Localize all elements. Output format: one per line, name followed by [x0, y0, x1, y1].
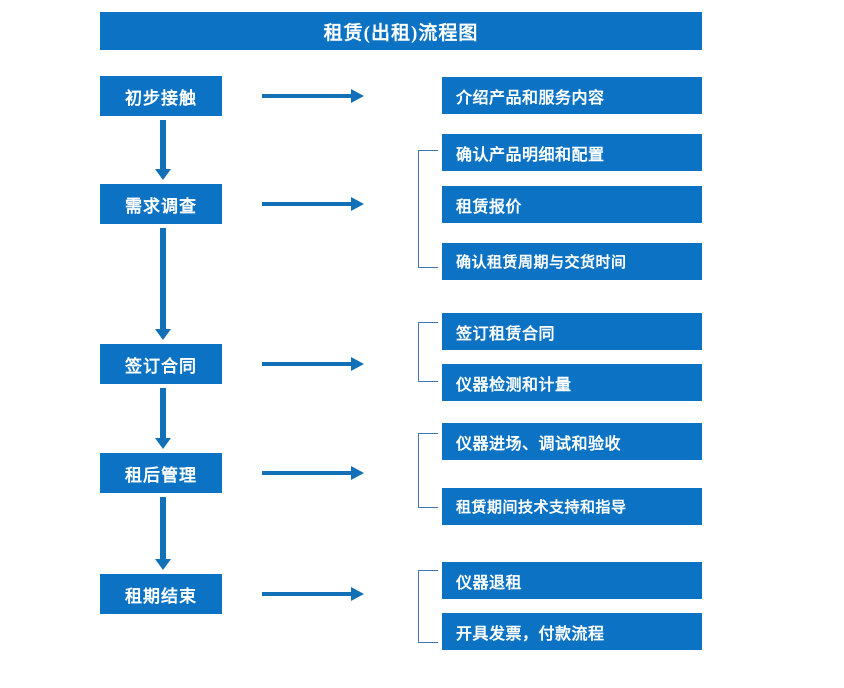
arrow-down-needs-to-contract	[155, 228, 171, 340]
arrow-shaft	[262, 362, 352, 366]
arrow-head	[155, 438, 171, 449]
arrow-head	[155, 169, 171, 180]
arrow-down-postrent-to-leaseend	[155, 497, 171, 570]
arrow-head	[351, 89, 364, 103]
arrow-head	[155, 559, 171, 570]
arrow-shaft	[160, 120, 166, 169]
arrow-right-post-rent-manage	[262, 466, 364, 480]
arrow-shaft	[262, 471, 352, 475]
arrow-right-lease-end	[262, 587, 364, 601]
stage-box-initial-contact[interactable]: 初步接触	[100, 76, 222, 116]
stage-box-post-rent-manage[interactable]: 租后管理	[100, 453, 222, 493]
detail-box-rental-quote[interactable]: 租赁报价	[442, 186, 702, 223]
bracket-sign-contract-group	[418, 322, 438, 382]
detail-box-invoice-payment[interactable]: 开具发票，付款流程	[442, 613, 702, 650]
detail-box-confirm-period[interactable]: 确认租赁周期与交货时间	[442, 243, 702, 280]
bracket-lease-end-group	[418, 570, 438, 643]
arrow-head	[351, 357, 364, 371]
page-title: 租赁(出租)流程图	[100, 12, 702, 50]
arrow-right-needs-survey	[262, 197, 364, 211]
detail-box-confirm-spec[interactable]: 确认产品明细和配置	[442, 134, 702, 171]
arrow-shaft	[262, 592, 352, 596]
arrow-head	[351, 466, 364, 480]
detail-box-sign-lease-contract[interactable]: 签订租赁合同	[442, 313, 702, 350]
arrow-down-contract-to-postrent	[155, 388, 171, 449]
arrow-shaft	[160, 388, 166, 438]
detail-box-tech-support[interactable]: 租赁期间技术支持和指导	[442, 488, 702, 525]
bracket-post-rent-group	[418, 433, 438, 508]
arrow-shaft	[262, 94, 352, 98]
detail-box-intro-products[interactable]: 介绍产品和服务内容	[442, 77, 702, 114]
arrow-head	[155, 329, 171, 340]
stage-box-sign-contract[interactable]: 签订合同	[100, 344, 222, 384]
detail-box-instrument-return[interactable]: 仪器退租	[442, 562, 702, 599]
arrow-right-initial-contact	[262, 89, 364, 103]
bracket-needs-survey-group	[418, 150, 438, 268]
detail-box-instrument-test[interactable]: 仪器检测和计量	[442, 364, 702, 401]
arrow-right-sign-contract	[262, 357, 364, 371]
stage-box-needs-survey[interactable]: 需求调查	[100, 184, 222, 224]
arrow-shaft	[160, 228, 166, 329]
detail-box-instrument-arrival[interactable]: 仪器进场、调试和验收	[442, 423, 702, 460]
stage-box-lease-end[interactable]: 租期结束	[100, 574, 222, 614]
arrow-head	[351, 587, 364, 601]
arrow-shaft	[160, 497, 166, 559]
arrow-down-initial-to-needs	[155, 120, 171, 180]
arrow-shaft	[262, 202, 352, 206]
arrow-head	[351, 197, 364, 211]
